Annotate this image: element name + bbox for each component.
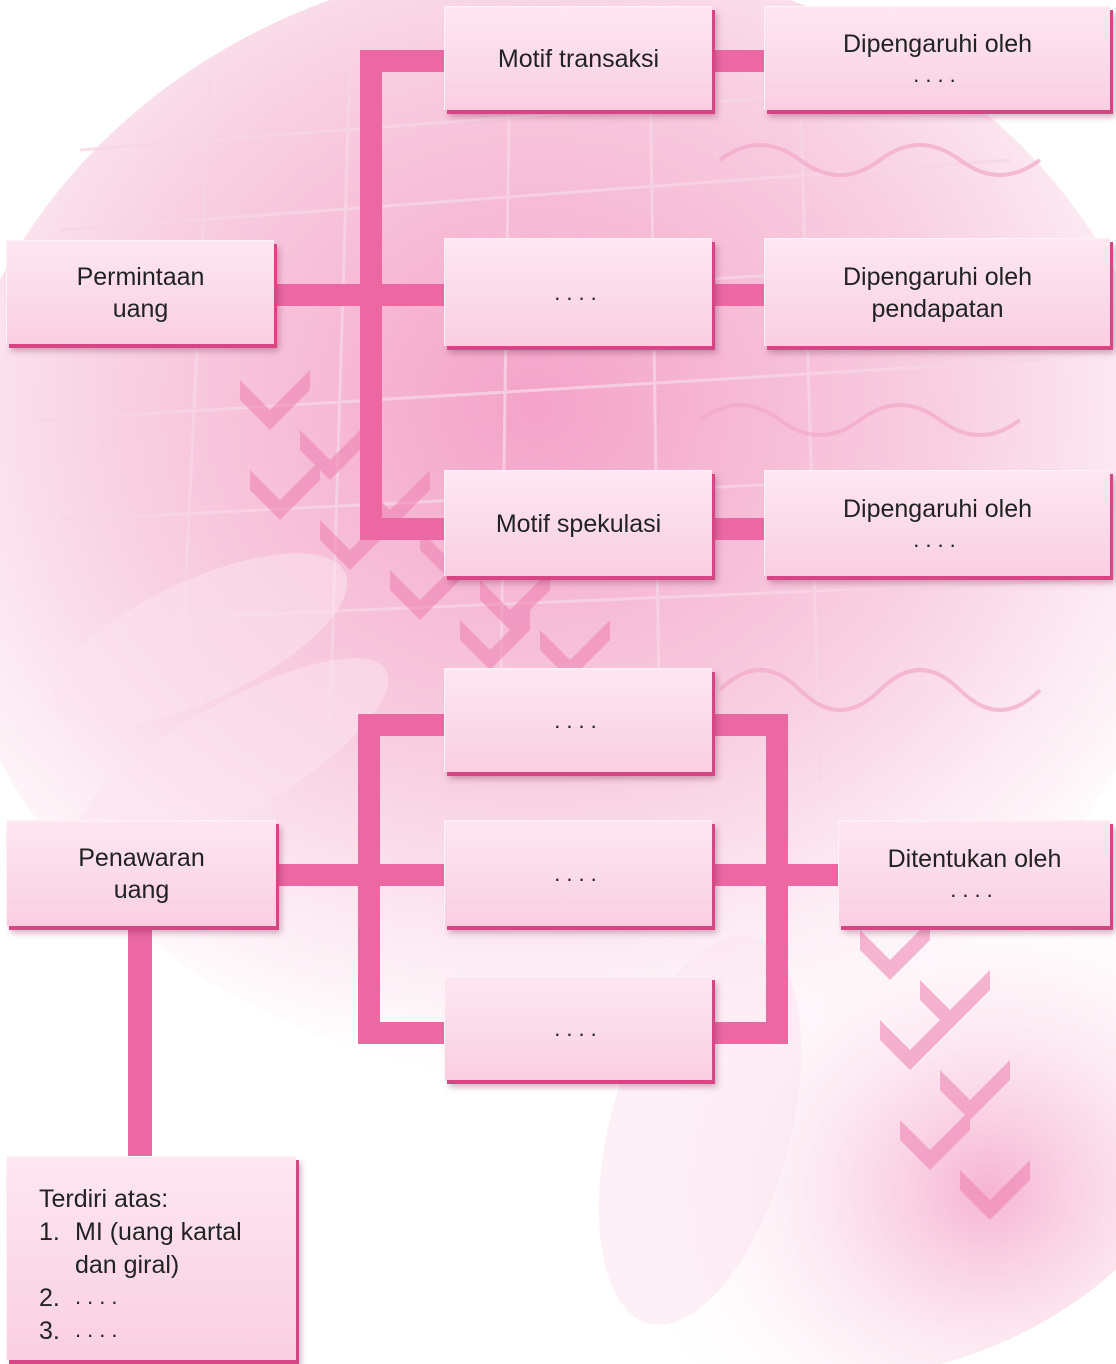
note-box-speculation: Dipengaruhi oleh .... [764,470,1110,576]
blank-placeholder: .... [75,1317,124,1342]
connector-line [358,714,380,1044]
box-line: Dipengaruhi oleh [842,494,1033,523]
supply-root-box: Penawaran uang [6,820,276,926]
list-text: MI (uang kartal [75,1218,242,1246]
list-indent [39,1249,75,1282]
list-number: 2. [39,1284,60,1312]
supply-item-box: .... [444,668,712,772]
box-line: pendapatan [871,294,1004,323]
list-number: 3. [39,1317,60,1345]
list-item: 2. .... [39,1282,123,1315]
blank-placeholder: .... [554,860,603,886]
composition-heading: Terdiri atas: [39,1183,168,1216]
note-box-precaution: Dipengaruhi oleh pendapatan [764,238,1110,346]
connector-line [710,50,770,72]
heading-text: Terdiri atas: [39,1185,169,1213]
composition-box: Terdiri atas: 1. MI (uang kartal dan gir… [6,1156,296,1360]
connector-line [360,50,450,72]
blank-placeholder: .... [75,1284,124,1309]
blank-placeholder: .... [554,279,603,305]
box-line: Ditentukan oleh [887,844,1062,873]
motif-box-transaction: Motif transaksi [444,6,712,110]
list-item: 3. .... [39,1315,123,1348]
blank-placeholder: .... [554,1015,603,1041]
blank-placeholder: .... [950,876,999,902]
list-number: 1. [39,1218,60,1246]
box-line: Penawaran [78,843,205,872]
determinant-box: Ditentukan oleh .... [838,820,1110,926]
box-line: Motif transaksi [497,44,660,73]
supply-item-box: .... [444,820,712,926]
connector-line [710,714,788,736]
box-line: Permintaan [76,262,205,291]
box-line: uang [113,875,170,904]
blank-placeholder: .... [913,526,962,552]
list-text: dan giral) [75,1251,180,1279]
blank-placeholder: .... [913,61,962,87]
box-line: Dipengaruhi oleh [842,29,1033,58]
connector-line [360,50,382,540]
connector-line [128,925,152,1160]
note-box-transaction: Dipengaruhi oleh .... [764,6,1110,110]
connector-line [710,1022,788,1044]
connector-line [710,864,845,886]
connector-line [358,1022,450,1044]
box-line: Motif spekulasi [495,509,662,538]
list-item: 1. MI (uang kartal [39,1216,242,1249]
connector-line [710,284,770,306]
list-item-continued: dan giral) [39,1249,179,1282]
motif-box-precaution: .... [444,238,712,346]
connector-line [710,518,770,540]
connector-line [358,714,450,736]
connector-line [360,518,450,540]
blank-placeholder: .... [554,707,603,733]
box-line: uang [112,294,169,323]
demand-root-box: Permintaan uang [6,240,274,344]
supply-item-box: .... [444,976,712,1080]
box-line: Dipengaruhi oleh [842,262,1033,291]
motif-box-speculation: Motif spekulasi [444,470,712,576]
